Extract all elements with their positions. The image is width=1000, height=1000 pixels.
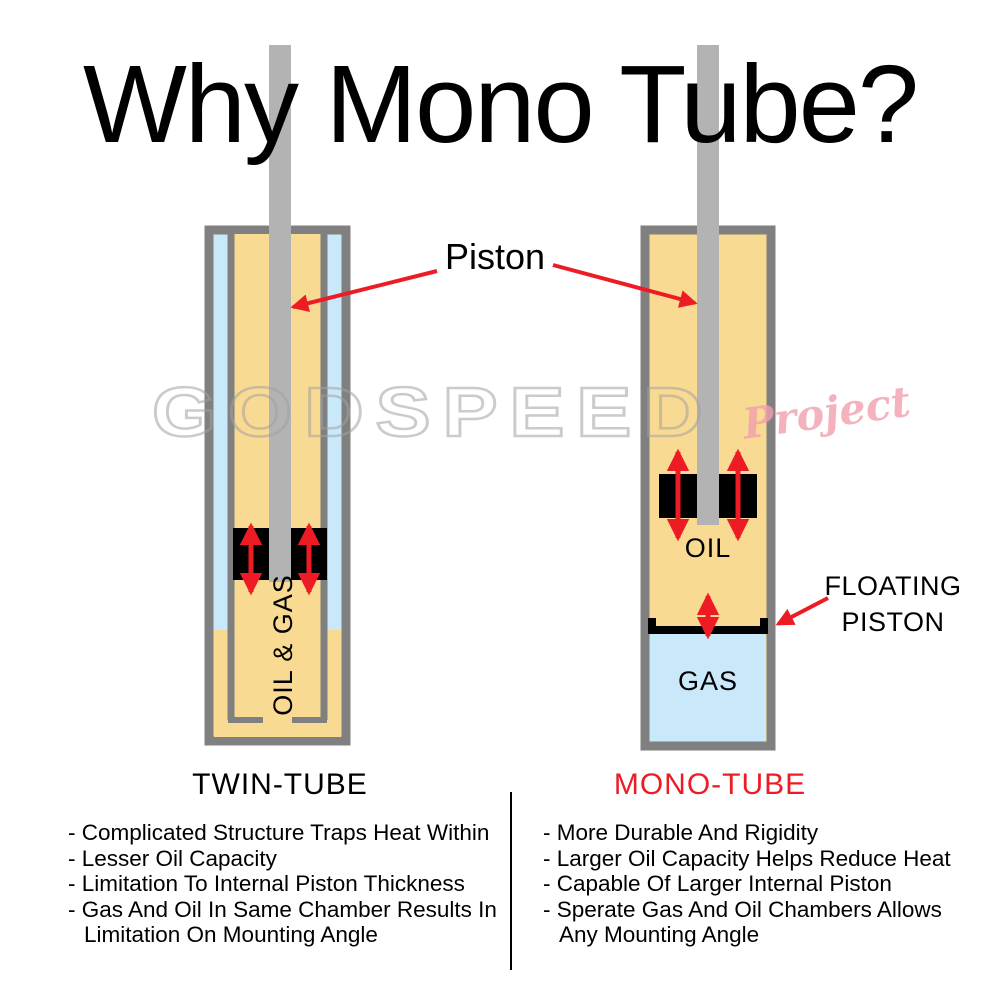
piston-callout-arrow-right	[552, 263, 698, 308]
mono-tube-bullet-list: - More Durable And Rigidity - Larger Oil…	[543, 820, 983, 948]
mono-gas-chamber	[650, 633, 766, 741]
mono-piston-rod	[697, 45, 719, 525]
gas-label: GAS	[678, 666, 738, 696]
mono-bullet-3: - Capable Of Larger Internal Piston	[543, 871, 892, 896]
mono-tube-heading: MONO-TUBE	[613, 768, 807, 801]
mono-bullet-2: - Larger Oil Capacity Helps Reduce Heat	[543, 845, 951, 871]
page-title: Why Mono Tube?	[82, 43, 919, 166]
twin-bullet-3: - Limitation To Internal Piston Thicknes…	[68, 871, 465, 896]
mono-floating-piston-end-left	[648, 618, 656, 634]
mono-floating-piston-end-right	[760, 618, 768, 634]
twin-bullet-4: - Gas And Oil In Same Chamber Results In	[68, 896, 497, 922]
twin-bullet-2: - Lesser Oil Capacity	[68, 845, 277, 871]
piston-callout-arrow-left	[290, 269, 438, 313]
floating-piston-callout-label: FLOATING PISTON	[808, 568, 978, 640]
oil-gas-label: OIL & GAS	[268, 574, 298, 716]
mono-bullet-4: - Sperate Gas And Oil Chambers Allows	[543, 896, 942, 922]
twin-bullet-1: - Complicated Structure Traps Heat Withi…	[68, 820, 490, 845]
floating-piston-label-line2: PISTON	[841, 607, 945, 637]
twin-tube-bullet-list: - Complicated Structure Traps Heat Withi…	[68, 820, 508, 948]
twin-piston-rod	[269, 45, 291, 582]
mono-bullet-4-cont: Any Mounting Angle	[559, 922, 760, 947]
column-divider	[510, 792, 512, 970]
floating-piston-callout-arrow	[775, 596, 829, 626]
twin-tube-heading: TWIN-TUBE	[192, 768, 368, 801]
floating-piston-label-line1: FLOATING	[824, 571, 962, 601]
oil-label: OIL	[685, 533, 732, 563]
piston-callout-label: Piston	[444, 236, 546, 277]
mono-bullet-1: - More Durable And Rigidity	[543, 820, 819, 845]
mono-tube-shock: OIL GAS	[640, 45, 776, 751]
twin-bullet-4-cont: Limitation On Mounting Angle	[84, 922, 378, 947]
twin-tube-shock: OIL & GAS	[204, 45, 351, 746]
